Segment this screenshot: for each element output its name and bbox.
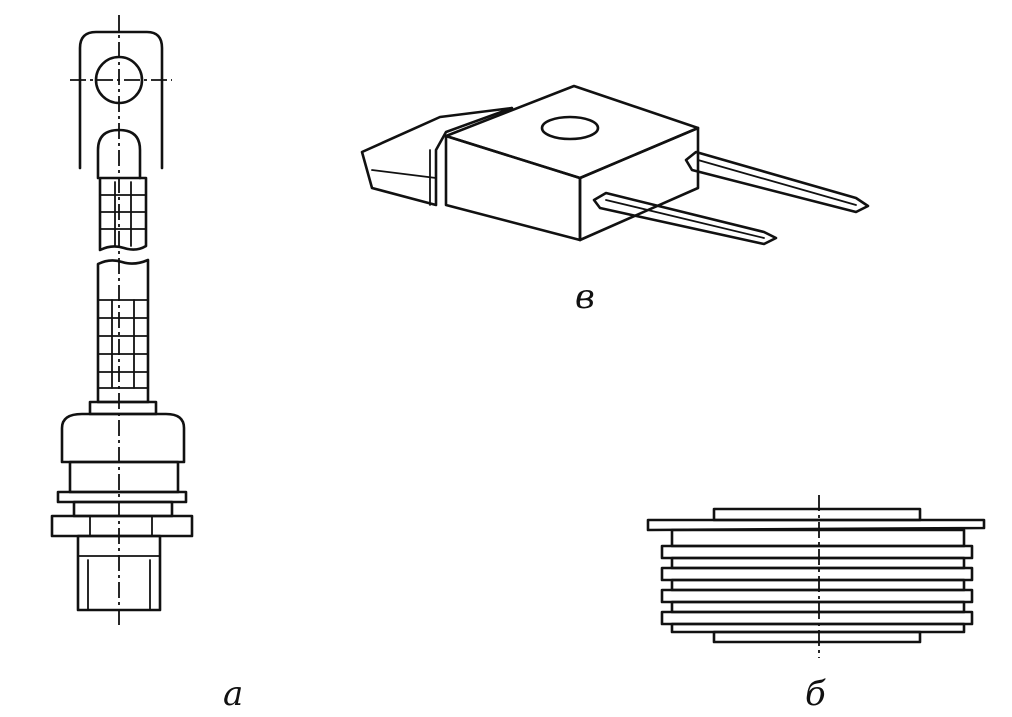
package-front-face bbox=[444, 134, 582, 242]
crimp-sleeve bbox=[96, 128, 142, 180]
stud-device-drawing bbox=[50, 15, 194, 625]
top-contact bbox=[712, 507, 922, 522]
lead-upper bbox=[684, 150, 870, 214]
cable-lug bbox=[78, 30, 164, 170]
package-side-face bbox=[578, 126, 700, 242]
caption-a: а bbox=[223, 674, 243, 714]
ceramic-ribs bbox=[660, 528, 974, 634]
bottom-contact bbox=[712, 630, 922, 644]
lug-hole bbox=[94, 55, 144, 105]
housing-neck bbox=[68, 460, 180, 494]
caption-v: в bbox=[575, 277, 595, 317]
braided-lead-lower bbox=[96, 258, 150, 404]
spacer bbox=[72, 500, 174, 518]
housing bbox=[60, 412, 186, 464]
hex-nut bbox=[50, 514, 194, 538]
braided-lead-upper bbox=[98, 176, 148, 252]
mounting-hole bbox=[540, 115, 600, 141]
heatsink-tab bbox=[360, 106, 514, 207]
plastic-package-drawing bbox=[360, 84, 870, 246]
lead-lower bbox=[592, 191, 778, 246]
threaded-stud bbox=[76, 534, 162, 612]
tablet-device-drawing bbox=[646, 495, 986, 658]
caption-b: б bbox=[805, 674, 826, 714]
flange bbox=[646, 518, 986, 532]
collar bbox=[88, 400, 158, 416]
package-top-face bbox=[444, 84, 700, 180]
washer bbox=[56, 490, 188, 504]
